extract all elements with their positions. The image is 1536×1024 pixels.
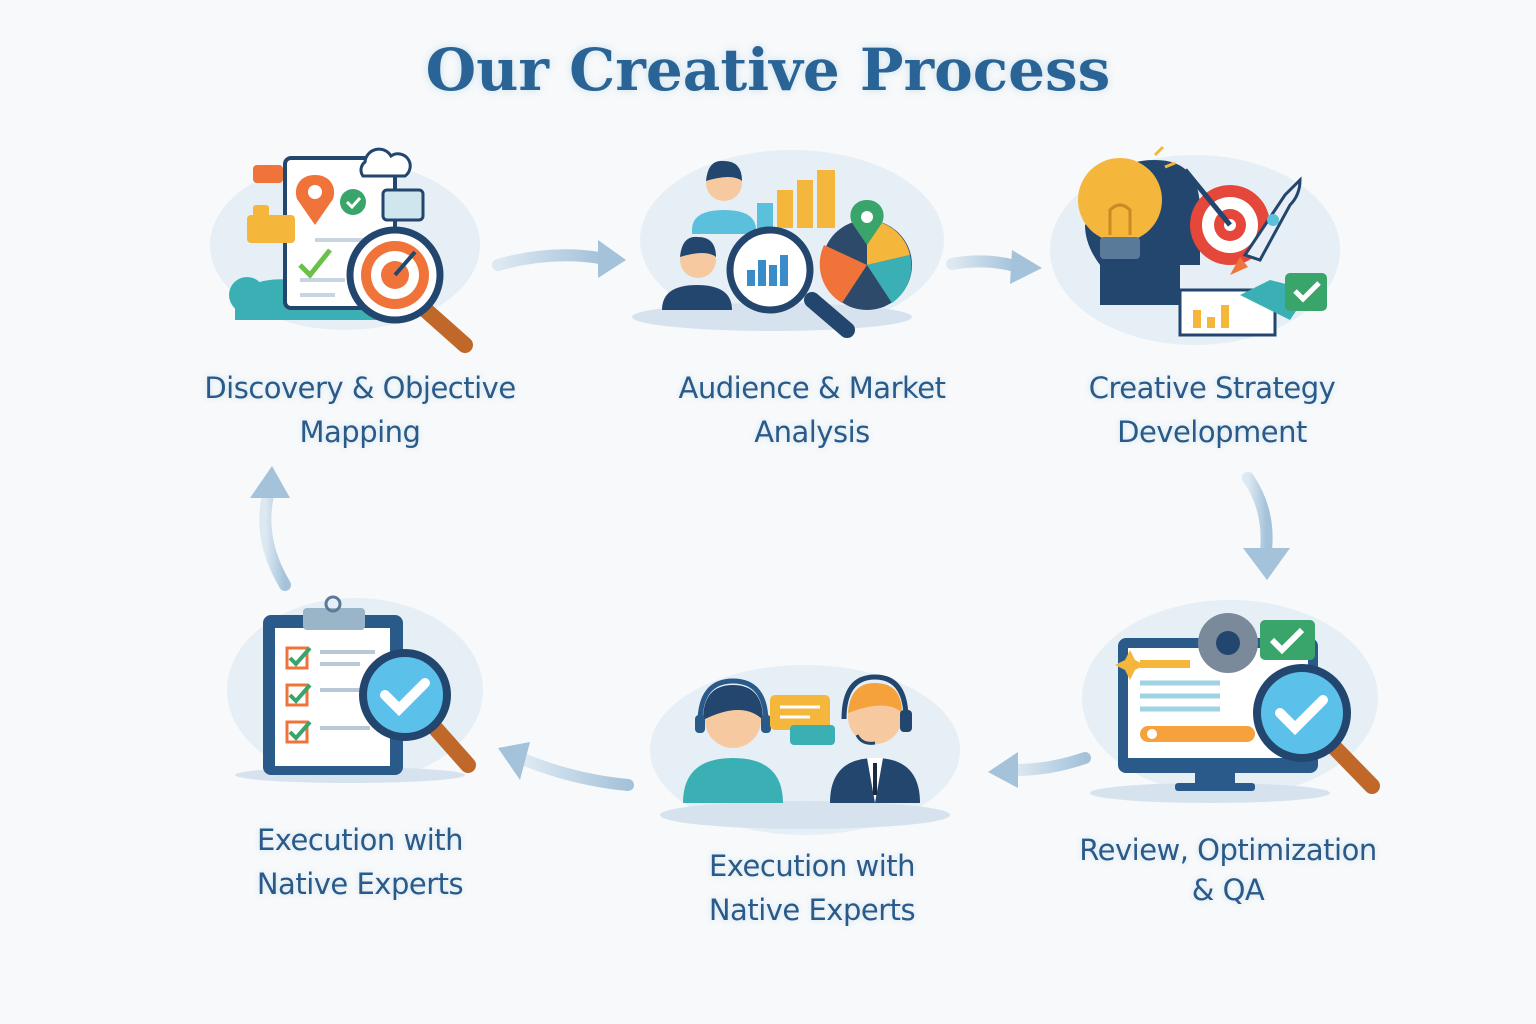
label-line: Analysis <box>754 415 870 449</box>
arrow-1-to-2 <box>492 249 606 271</box>
label-line: Execution with <box>708 849 916 883</box>
arrow-2-to-3 <box>946 255 1021 272</box>
label-line: Discovery & Objective <box>204 371 516 405</box>
step-label-strategy: Creative Strategy Development <box>1002 366 1422 454</box>
monitor-gear-check-icon <box>1082 600 1380 803</box>
label-line: Mapping <box>299 415 421 449</box>
label-line: Development <box>1117 415 1307 449</box>
target-magnifier-document-icon <box>210 147 480 353</box>
label-line: Execution with <box>256 823 464 857</box>
label-line: & QA <box>1191 873 1265 907</box>
label-line: Native Experts <box>708 893 916 927</box>
label-line: Review, Optimization <box>1079 833 1377 867</box>
lightbulb-head-target-rocket-icon <box>1050 145 1340 345</box>
label-line: Native Experts <box>256 867 464 901</box>
audience-chart-magnifier-icon <box>632 150 944 338</box>
step-label-execution-experts: Execution with Native Experts <box>602 844 1022 932</box>
support-agents-icon <box>650 665 960 835</box>
step-label-audience: Audience & Market Analysis <box>602 366 1022 454</box>
step-label-discovery: Discovery & Objective Mapping <box>150 366 570 454</box>
clipboard-check-magnifier-icon <box>227 595 483 783</box>
arrow-4-to-5 <box>1009 752 1091 776</box>
step-label-review: Review, Optimization & QA <box>1018 830 1438 910</box>
step-label-execution-checklist: Execution with Native Experts <box>150 818 570 906</box>
label-line: Audience & Market <box>678 371 946 405</box>
page-title: Our Creative Process <box>425 36 1111 104</box>
label-line: Creative Strategy <box>1088 371 1336 405</box>
arrow-6-to-1 <box>259 489 291 591</box>
arrow-3-to-4 <box>1242 472 1273 556</box>
arrow-5-to-6 <box>519 754 634 791</box>
